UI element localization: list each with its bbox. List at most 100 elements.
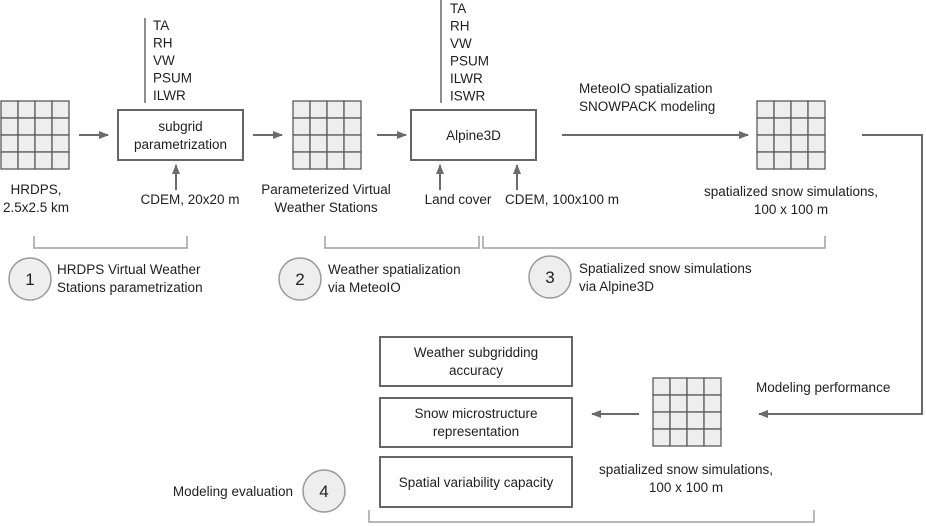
process-label-line1: MeteoIO spatialization: [579, 81, 713, 96]
variable-label: ISWR: [450, 89, 485, 104]
variable-label: ILWR: [450, 71, 483, 86]
process-label-line2: SNOWPACK modeling: [579, 99, 715, 114]
grid-cell: [669, 394, 688, 413]
step-1-text-line2: Stations parametrization: [57, 280, 203, 295]
grid-cell: [790, 134, 809, 153]
grid-cell: [17, 151, 36, 170]
step-4-number: 4: [319, 482, 328, 501]
step-1-number: 1: [25, 270, 34, 289]
grid-cell: [807, 151, 826, 170]
grid-cell: [807, 100, 826, 119]
grid-cell: [669, 377, 688, 396]
variable-label: VW: [450, 36, 472, 51]
grid-cell: [51, 117, 70, 136]
grid-cell: [17, 117, 36, 136]
grid-cell: [292, 151, 311, 170]
hrdps-label-line1: HRDPS,: [10, 182, 61, 197]
variable-label: ILWR: [153, 88, 186, 103]
grid-cell: [343, 151, 362, 170]
grid-cell: [51, 100, 70, 119]
eval-box-snow-microstructure: [379, 397, 573, 448]
grid-cell: [773, 100, 792, 119]
grid-cell: [34, 100, 53, 119]
grid-cell: [51, 151, 70, 170]
grid-cell: [343, 117, 362, 136]
grid-cell: [292, 134, 311, 153]
grid-cell: [686, 377, 705, 396]
grid-cell: [686, 428, 705, 447]
eval-box-weather-subgridding: [379, 336, 573, 387]
eval-box-spatial-variability: [379, 456, 573, 508]
snow-sim-label-line1: spatialized snow simulations,: [704, 184, 878, 199]
variable-label: TA: [450, 1, 466, 16]
grid-cell: [703, 377, 722, 396]
hrdps-label-line2: 2.5x2.5 km: [3, 200, 69, 215]
grid-cell: [309, 117, 328, 136]
virtual-stations-grid-icon: [292, 100, 362, 170]
step-1-text-line1: HRDPS Virtual Weather: [57, 262, 201, 277]
grid-cell: [326, 151, 345, 170]
subgrid-parametrization-box: [117, 109, 244, 161]
virtual-stations-label-line2: Weather Stations: [274, 200, 378, 215]
grid-cell: [790, 117, 809, 136]
grid-cell: [326, 117, 345, 136]
grid-cell: [0, 134, 19, 153]
grid-cell: [652, 428, 671, 447]
cdem-20-label: CDEM, 20x20 m: [140, 192, 239, 207]
grid-cell: [669, 428, 688, 447]
grid-cell: [17, 100, 36, 119]
step1-bracket: [33, 236, 188, 249]
step4-bracket: [368, 510, 815, 523]
step-4-badge: 4: [302, 469, 346, 513]
eval-box-1-line2: accuracy: [449, 363, 503, 378]
eval-box-2-line1: Snow microstructure: [414, 406, 537, 421]
grid-cell: [343, 134, 362, 153]
step-3-text-line2: via Alpine3D: [579, 279, 654, 294]
step-2-text-line2: via MeteoIO: [328, 280, 401, 295]
cdem-100-label: CDEM, 100x100 m: [505, 192, 619, 207]
virtual-stations-label-line1: Parameterized Virtual: [261, 182, 391, 197]
grid-cell: [686, 411, 705, 430]
modeling-performance-label: Modeling performance: [756, 380, 890, 395]
step-1-badge: 1: [8, 257, 52, 301]
grid-cell: [773, 117, 792, 136]
grid-cell: [652, 411, 671, 430]
grid-cell: [51, 134, 70, 153]
grid-cell: [756, 134, 775, 153]
grid-cell: [652, 377, 671, 396]
alpine3d-box: [410, 109, 537, 161]
grid-cell: [807, 134, 826, 153]
step-2-badge: 2: [278, 257, 322, 301]
snow-sim-bottom-label-line1: spatialized snow simulations,: [599, 462, 773, 477]
subgrid-box-line2: parametrization: [134, 137, 227, 152]
grid-cell: [343, 100, 362, 119]
grid-cell: [703, 428, 722, 447]
grid-cell: [0, 151, 19, 170]
grid-cell: [773, 134, 792, 153]
snow-sim-label-line2: 100 x 100 m: [754, 202, 828, 217]
variable-label: RH: [153, 36, 173, 51]
land-cover-label: Land cover: [425, 192, 492, 207]
variable-label: VW: [153, 53, 175, 68]
arrow-performance-loop: [758, 134, 923, 418]
grid-cell: [686, 394, 705, 413]
grid-cell: [790, 100, 809, 119]
grid-cell: [756, 100, 775, 119]
alpine3d-variables-list: TA RH VW PSUM ILWR ISWR: [450, 1, 489, 104]
grid-cell: [773, 151, 792, 170]
alpine3d-box-label: Alpine3D: [446, 128, 501, 143]
grid-cell: [309, 134, 328, 153]
snow-sim-grid-icon: [756, 100, 826, 170]
grid-cell: [309, 100, 328, 119]
grid-cell: [34, 151, 53, 170]
step-3-text-line1: Spatialized snow simulations: [579, 261, 752, 276]
variable-label: PSUM: [450, 54, 489, 69]
variable-label: PSUM: [153, 71, 192, 86]
grid-cell: [309, 151, 328, 170]
grid-cell: [652, 394, 671, 413]
eval-box-2-line2: representation: [433, 424, 519, 439]
eval-box-3-line1: Spatial variability capacity: [399, 475, 554, 490]
variable-label: RH: [450, 19, 470, 34]
